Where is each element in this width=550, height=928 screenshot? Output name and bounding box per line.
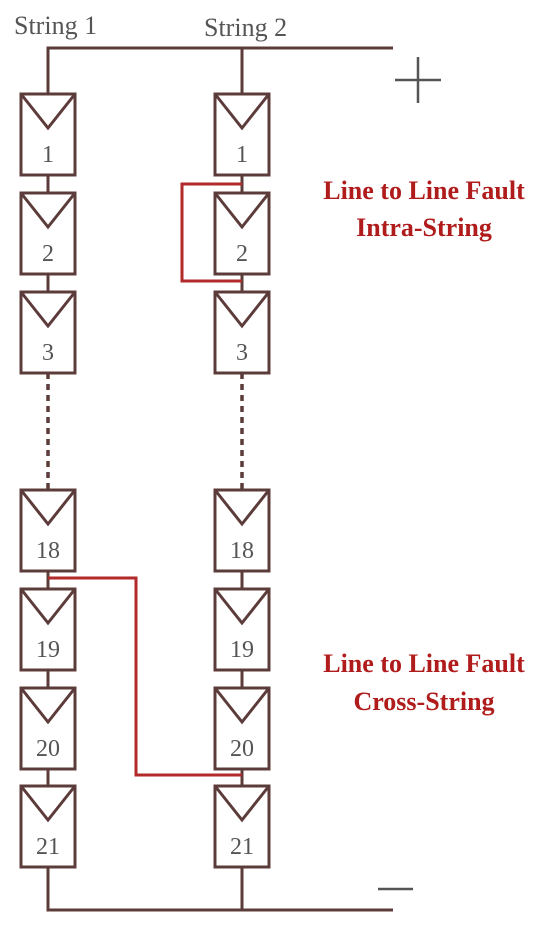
module-number: 20 (230, 736, 254, 762)
string-1-module-3: 3 (19, 290, 77, 375)
module-number: 1 (42, 142, 54, 168)
module-number: 2 (236, 241, 248, 267)
string-2-module-18: 18 (213, 488, 271, 573)
module-number: 2 (42, 241, 54, 267)
string-1-module-19: 19 (19, 587, 77, 672)
module-number: 19 (230, 637, 254, 663)
string-2-title: String 2 (204, 13, 287, 42)
string-1-module-18: 18 (19, 488, 77, 573)
wiring (46, 46, 393, 912)
module-number: 21 (36, 834, 60, 860)
module-number: 21 (230, 834, 254, 860)
cross-string-fault-wire (48, 576, 242, 777)
string-2-module-19: 19 (213, 587, 271, 672)
module-number: 18 (36, 538, 60, 564)
negative-bus (46, 867, 393, 912)
module-number: 18 (230, 538, 254, 564)
module-number: 1 (236, 142, 248, 168)
fault-wiring (48, 182, 242, 777)
module-number: 3 (236, 340, 248, 366)
intra-string-fault-wire (180, 182, 242, 283)
cross-fault-label-line2: Cross-String (353, 687, 494, 716)
string-2-module-3: 3 (213, 290, 271, 375)
string-1-module-1: 1 (19, 92, 77, 177)
string-1-title: String 1 (14, 11, 97, 40)
string-2-module-21: 21 (213, 784, 271, 869)
skipped-modules-connectors (46, 373, 244, 490)
string-1-module-21: 21 (19, 784, 77, 869)
string-2-module-2: 2 (213, 191, 271, 276)
string-1-module-2: 2 (19, 191, 77, 276)
positive-terminal (395, 57, 441, 103)
intra-fault-label-line1: Line to Line Fault (323, 176, 525, 205)
string-2-module-1: 1 (213, 92, 271, 177)
string-2-module-20: 20 (213, 686, 271, 771)
string-1-module-20: 20 (19, 686, 77, 771)
module-number: 19 (36, 637, 60, 663)
cross-fault-label-line1: Line to Line Fault (323, 649, 525, 678)
positive-bus (46, 46, 393, 94)
module-number: 3 (42, 340, 54, 366)
module-number: 20 (36, 736, 60, 762)
intra-fault-label-line2: Intra-String (356, 213, 492, 242)
